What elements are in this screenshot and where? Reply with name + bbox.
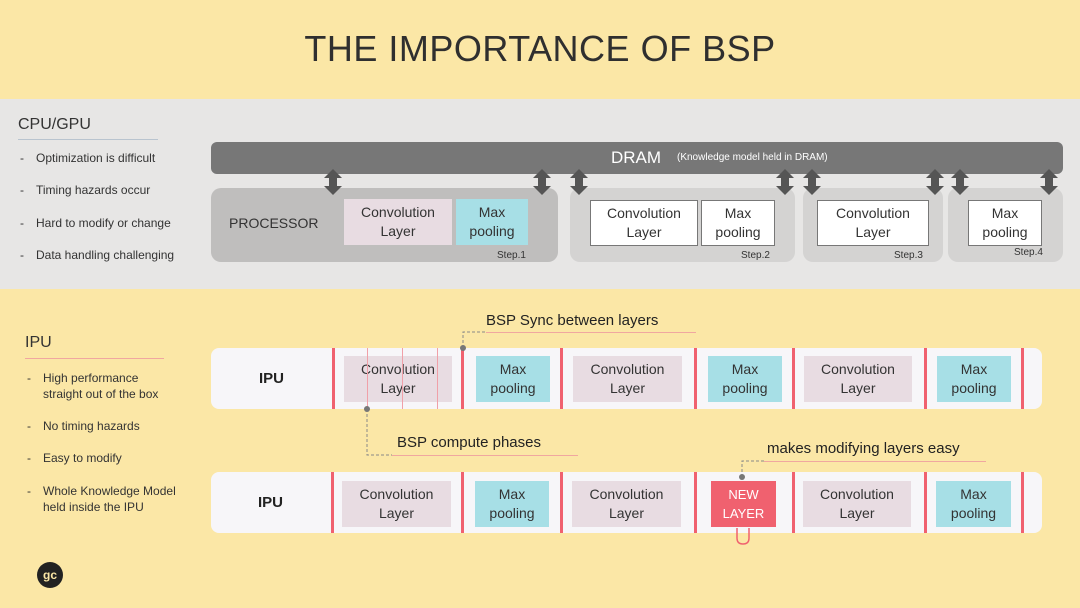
row2-max-pooling: Max pooling (936, 481, 1011, 527)
compute-phase-line (367, 348, 368, 409)
row1-conv-layer: Convolution Layer (573, 356, 682, 402)
ipu-row-2-label: IPU (258, 494, 284, 511)
sync-bar (1021, 472, 1024, 533)
sync-bar (332, 348, 335, 409)
ipu-heading-rule (25, 358, 164, 359)
ipu-row-1-label: IPU (259, 370, 285, 387)
step2-conv-layer: Convolution Layer (590, 200, 698, 246)
compute-phase-line (402, 348, 403, 409)
step2-max-pooling: Max pooling (701, 200, 775, 246)
step1-max-pooling: Max pooling (456, 199, 528, 245)
cpu-gpu-heading-rule (18, 139, 158, 140)
row1-conv-layer: Convolution Layer (344, 356, 452, 402)
sync-bar (560, 472, 563, 533)
ipu-bullet: -No timing hazards (27, 419, 140, 433)
sync-bar (694, 348, 697, 409)
dram-label: DRAM (611, 148, 662, 167)
row2-new-layer: NEW LAYER (711, 481, 776, 527)
sync-bar (461, 472, 464, 533)
sync-bar (1021, 348, 1024, 409)
row1-max-pooling: Max pooling (937, 356, 1011, 402)
cpu-bullet: -Optimization is difficult (20, 151, 156, 165)
step1-conv-layer: Convolution Layer (344, 199, 452, 245)
page-title: THE IMPORTANCE OF BSP (304, 28, 776, 69)
sync-bar (924, 348, 927, 409)
row2-max-pooling: Max pooling (475, 481, 549, 527)
sync-bar (924, 472, 927, 533)
step-2-label: Step.2 (741, 250, 770, 261)
step-3-label: Step.3 (894, 250, 923, 261)
dram-note: (Knowledge model held in DRAM) (677, 152, 828, 163)
step4-max-pooling: Max pooling (968, 200, 1042, 246)
cpu-bullet: -Hard to modify or change (20, 216, 171, 230)
ipu-bullet: -Easy to modify (27, 451, 122, 465)
sync-bar (792, 348, 795, 409)
callout-bsp-sync: BSP Sync between layers (486, 312, 659, 329)
cpu-gpu-heading: CPU/GPU (18, 116, 91, 133)
processor-label: PROCESSOR (229, 215, 319, 231)
callout-bsp-compute: BSP compute phases (397, 434, 541, 451)
sync-bar (694, 472, 697, 533)
step-1-label: Step.1 (497, 250, 526, 261)
row2-conv-layer: Convolution Layer (342, 481, 451, 527)
compute-phase-line (437, 348, 438, 409)
ipu-heading: IPU (25, 334, 52, 351)
callout-underline (486, 332, 696, 333)
cpu-bullet: -Timing hazards occur (20, 183, 151, 197)
step-4-label: Step.4 (1014, 247, 1043, 258)
ipu-bullet: -Whole Knowledge Model held inside the I… (27, 484, 176, 514)
step3-conv-layer: Convolution Layer (817, 200, 929, 246)
row1-max-pooling: Max pooling (476, 356, 550, 402)
cpu-bullet: -Data handling challenging (20, 248, 175, 262)
callout-underline (392, 455, 578, 456)
callout-modify-layers: makes modifying layers easy (767, 440, 960, 457)
sync-bar (331, 472, 334, 533)
row1-conv-layer: Convolution Layer (804, 356, 912, 402)
row2-conv-layer: Convolution Layer (803, 481, 911, 527)
callout-underline (764, 461, 986, 462)
sync-bar (792, 472, 795, 533)
graphcore-logo: gc (37, 562, 63, 588)
row2-conv-layer: Convolution Layer (572, 481, 681, 527)
sync-bar (560, 348, 563, 409)
ipu-bullet: -High performance straight out of the bo… (27, 371, 159, 401)
row1-max-pooling: Max pooling (708, 356, 782, 402)
sync-bar (461, 348, 464, 409)
dram-bar: DRAM (Knowledge model held in DRAM) (211, 142, 1063, 174)
